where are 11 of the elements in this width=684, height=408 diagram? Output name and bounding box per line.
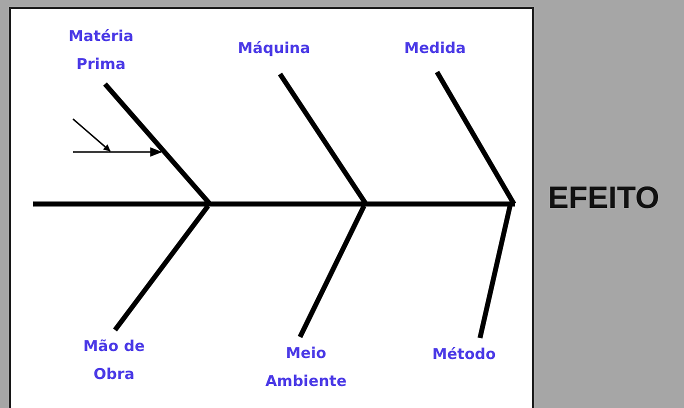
cause-bone: [434, 70, 516, 206]
cause-label: Matéria Prima: [55, 22, 147, 78]
cause-label: Máquina: [222, 34, 326, 62]
cause-bone: [478, 205, 512, 339]
cause-label: Meio Ambiente: [248, 339, 364, 395]
cause-label: Mão de Obra: [62, 332, 166, 388]
cause-label: Método: [418, 340, 510, 368]
cause-label: Medida: [390, 34, 480, 62]
cause-bone: [298, 204, 366, 338]
cause-bone: [113, 204, 210, 332]
effect-label: EFEITO: [548, 180, 660, 216]
